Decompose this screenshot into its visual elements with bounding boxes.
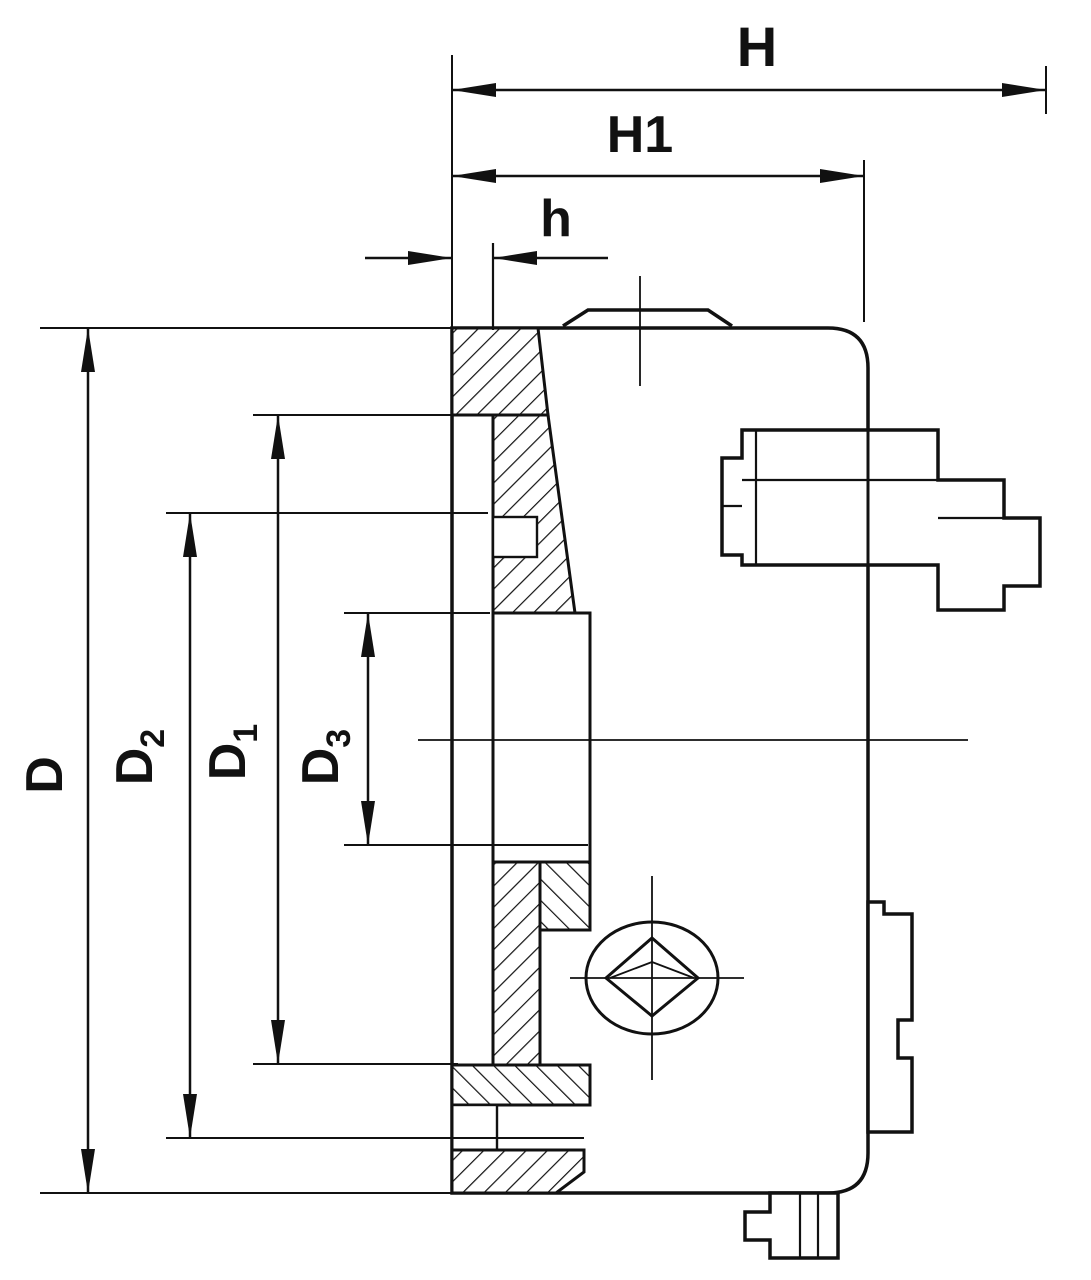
dim-label-D2: D2 (106, 729, 172, 785)
dim-label-H: H (737, 15, 777, 78)
dim-label-D: D (16, 756, 74, 794)
dim-H: H (452, 15, 1047, 114)
screw-socket-detail (584, 920, 720, 1036)
groove-notch (491, 515, 539, 559)
dim-h: h (365, 190, 608, 265)
dim-label-H1: H1 (607, 106, 673, 164)
jaw-bottom (866, 900, 914, 1134)
dim-D1: D1 (199, 414, 514, 1065)
dim-label-h: h (540, 190, 572, 248)
dim-label-D3: D3 (292, 729, 358, 785)
jaw-top (720, 428, 1042, 612)
dim-D: D (16, 327, 452, 1194)
dim-H1: H1 (452, 106, 865, 322)
dim-D3: D3 (292, 612, 588, 846)
socket-diamond (603, 936, 701, 1018)
back-step (450, 1103, 499, 1152)
screw-circle (584, 920, 720, 1036)
top-key-boss (562, 308, 733, 328)
centerlines (418, 276, 968, 1080)
dim-label-D1: D1 (199, 724, 265, 780)
mount-block (743, 1191, 840, 1260)
dim-D2: D2 (106, 512, 584, 1139)
front-flange-section (450, 326, 592, 1195)
